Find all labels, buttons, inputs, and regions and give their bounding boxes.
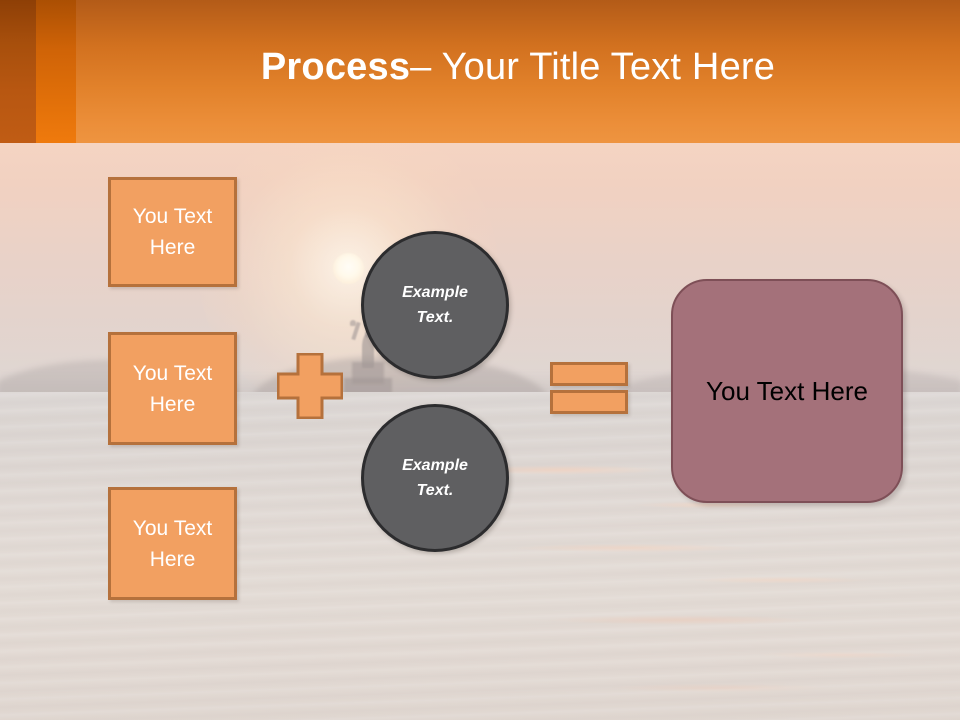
plus-icon: [277, 353, 343, 419]
process-circle-1-line2: Text.: [416, 309, 454, 326]
input-box-2[interactable]: You Text Here: [108, 332, 237, 445]
input-box-2-label: You Text Here: [133, 358, 212, 420]
input-box-3-line1: You Text: [132, 516, 213, 540]
input-box-1-line2: Here: [149, 236, 196, 259]
process-circle-2[interactable]: Example Text.: [361, 404, 509, 552]
process-circle-2-line1: Example: [402, 457, 468, 474]
process-circle-2-line2: Text.: [416, 482, 454, 499]
title-bar: Process – Your Title Text Here: [0, 0, 960, 143]
result-box[interactable]: You Text Here: [671, 279, 903, 503]
input-box-3-label: You Text Here: [133, 513, 212, 575]
input-box-2-line1: You Text: [132, 361, 213, 385]
title-bar-stripe-bright: [36, 0, 76, 143]
input-box-2-line2: Here: [149, 392, 196, 416]
equals-icon-bar-bottom: [550, 390, 628, 414]
page-title-bold: Process: [260, 46, 411, 88]
process-circle-1[interactable]: Example Text.: [361, 231, 509, 379]
input-box-1-line1: You Text: [132, 205, 213, 228]
input-box-1-label: You Text Here: [133, 201, 212, 263]
sun: [333, 253, 364, 284]
statue-pedestal-upper: [352, 362, 384, 384]
plus-shape-svg: [277, 353, 343, 419]
title-bar-stripe-dark: [0, 0, 36, 143]
result-box-label: You Text Here: [706, 375, 868, 406]
input-box-3[interactable]: You Text Here: [108, 487, 237, 600]
input-box-1[interactable]: You Text Here: [108, 177, 237, 287]
page-title: Process – Your Title Text Here: [76, 0, 960, 143]
process-circle-1-line1: Example: [402, 284, 468, 301]
equals-icon-bar-top: [550, 362, 628, 386]
input-box-3-line2: Here: [149, 547, 196, 571]
statue-torch: [350, 320, 356, 326]
page-title-rest: – Your Title Text Here: [410, 46, 776, 88]
